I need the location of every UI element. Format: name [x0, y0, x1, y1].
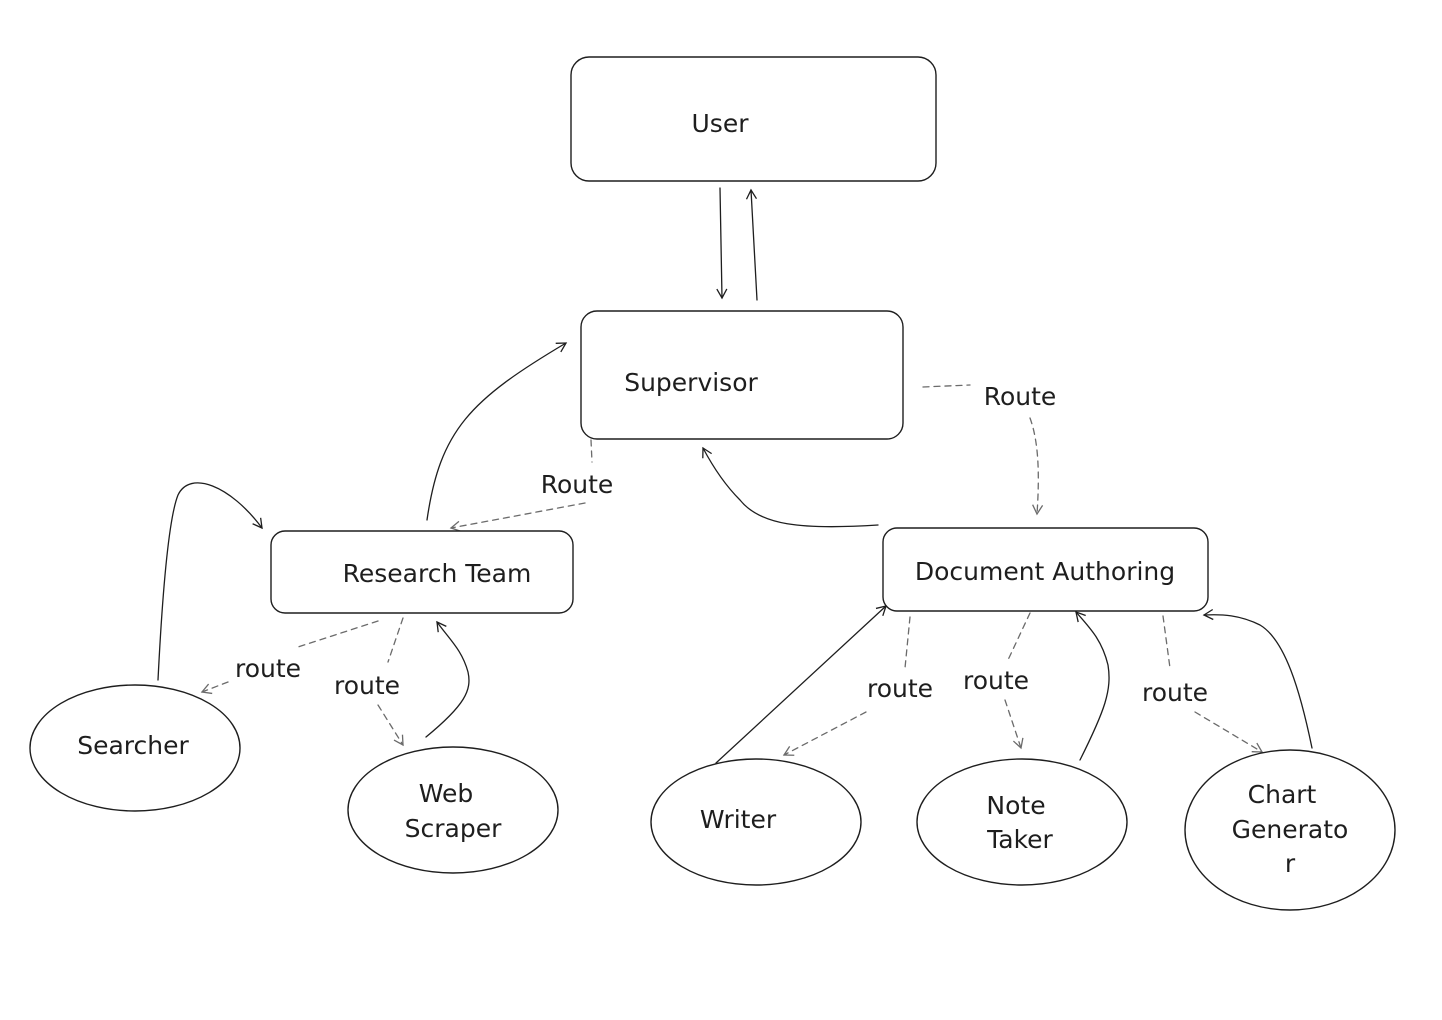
node-note-taker-label-line-2: Taker: [986, 825, 1053, 854]
node-research-team: [270, 530, 574, 614]
edge-document-to-supervisor: [702, 446, 879, 528]
edge-searcher-to-research: [157, 482, 263, 681]
node-chart-generator: [1184, 749, 1396, 911]
node-research-team-label: Research Team: [343, 559, 532, 588]
node-supervisor: [580, 310, 904, 440]
edge-label-document-to-writer: route: [867, 674, 933, 703]
node-supervisor-label: Supervisor: [624, 368, 758, 397]
edge-document-to-writer: [784, 616, 911, 755]
edge-label-supervisor-to-document: Route: [984, 382, 1057, 411]
edge-label-supervisor-to-research: Route: [541, 470, 614, 499]
node-user: [570, 56, 937, 182]
node-user-label: User: [692, 109, 750, 138]
edge-label-research-to-searcher: route: [235, 654, 301, 683]
edge-research-to-web-scraper: [377, 617, 403, 745]
edge-document-to-chart-generator: [1162, 615, 1262, 752]
node-chart-generator-label-line-3: r: [1285, 849, 1296, 878]
edge-research-to-supervisor: [426, 342, 568, 521]
edge-document-to-note-taker: [1004, 612, 1030, 748]
node-searcher: [29, 684, 241, 812]
edge-supervisor-to-document: [922, 384, 1038, 514]
edge-note-taker-to-document: [1075, 610, 1110, 761]
node-document-authoring-label: Document Authoring: [915, 557, 1175, 586]
node-note-taker-label-line-1: Note: [986, 791, 1045, 820]
node-web-scraper-label-line-1: Web: [419, 779, 474, 808]
edge-chart-generator-to-document: [1202, 608, 1313, 749]
edge-research-to-searcher: [202, 620, 379, 692]
edge-user-to-supervisor: [716, 187, 728, 300]
edge-supervisor-to-user: [745, 188, 758, 301]
edge-web-scraper-to-research: [425, 620, 470, 738]
node-chart-generator-label-line-1: Chart: [1248, 780, 1317, 809]
node-chart-generator-label-line-2: Generato: [1232, 815, 1349, 844]
node-searcher-label: Searcher: [77, 731, 189, 760]
node-note-taker: [916, 758, 1128, 886]
node-writer: [650, 758, 862, 886]
edge-label-document-to-note-taker: route: [963, 666, 1029, 695]
edge-supervisor-to-research: [451, 439, 593, 528]
node-web-scraper-label-line-2: Scraper: [405, 814, 502, 843]
edge-writer-to-document: [715, 605, 887, 764]
node-web-scraper: [347, 746, 559, 874]
edge-label-document-to-chart-generator: route: [1142, 678, 1208, 707]
node-document-authoring: [882, 527, 1209, 612]
edge-label-research-to-web-scraper: route: [334, 671, 400, 700]
node-writer-label: Writer: [700, 805, 777, 834]
